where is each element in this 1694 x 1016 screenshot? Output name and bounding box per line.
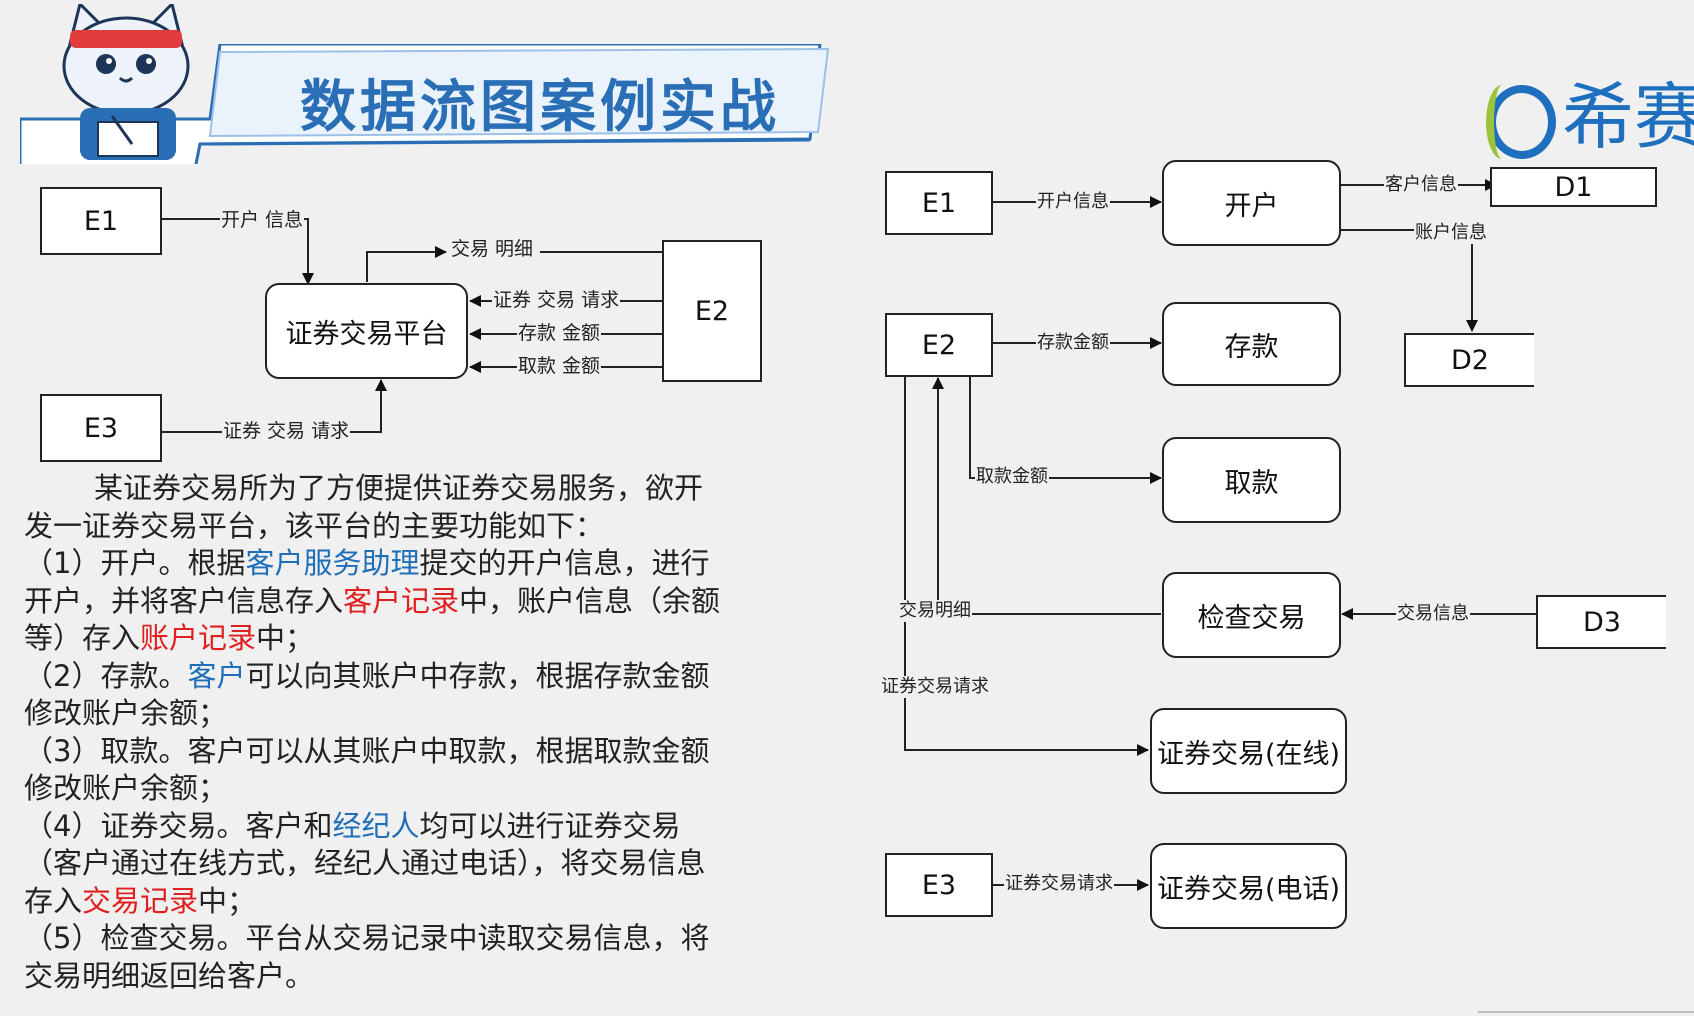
function-1-line-2: 开户，并将客户信息存入客户记录中，账户信息（余额	[24, 583, 784, 621]
text-span: 提交的开户信息，进行	[419, 546, 710, 580]
context-entity-e1: E1	[40, 187, 162, 255]
flow-label-withdraw-amount: 取款 金额	[517, 355, 602, 377]
function-4-line-3: 存入交易记录中；	[24, 883, 784, 921]
function-3-line-2: 修改账户余额；	[24, 771, 228, 805]
flow-label-customer-info: 客户信息	[1384, 174, 1458, 196]
text-span: 中；	[198, 883, 257, 918]
process-trade-phone: 证券交易(电话)	[1150, 843, 1347, 929]
process-deposit: 存款	[1162, 302, 1341, 386]
flow-label-deposit-amount: 存款 金额	[517, 322, 602, 344]
datastore-d3: D3	[1536, 595, 1666, 649]
process-check-trade: 检查交易	[1162, 572, 1341, 658]
highlight-broker: 经纪人	[332, 808, 420, 843]
flow-label-trade-info: 交易信息	[1396, 603, 1470, 625]
process-trade-online: 证券交易(在线)	[1150, 708, 1347, 794]
function-3-line-1: （3）取款。客户可以从其账户中取款，根据取款金额	[24, 733, 710, 768]
flow-label-trade-request-phone: 证券交易请求	[1004, 873, 1114, 895]
context-entity-e3: E3	[40, 394, 162, 462]
context-process-platform: 证券交易平台	[265, 283, 468, 379]
highlight-customer-record: 客户记录	[343, 583, 460, 618]
brand-logo: 希赛	[1486, 58, 1694, 163]
context-entity-e2: E2	[662, 240, 762, 382]
text-span: 均可以进行证券交易	[419, 808, 681, 843]
function-5-line-1: （5）检查交易。平台从交易记录中读取交易信息，将	[24, 921, 710, 955]
flow-label-deposit-amount-l1: 存款金额	[1036, 332, 1110, 354]
flow-label-trade-detail-l1: 交易明细	[898, 600, 972, 622]
problem-description: 某证券交易所为了方便提供证券交易服务，欲开 发一证券交易平台，该平台的主要功能如…	[24, 470, 784, 995]
process-open-account: 开户	[1162, 160, 1341, 246]
flow-label-account-info: 账户信息	[1414, 222, 1488, 244]
highlight-account-record: 账户记录	[140, 621, 257, 655]
page-title: 数据流图案例实战	[300, 75, 780, 140]
text-span: （1）开户。根据	[24, 546, 246, 580]
text-span: 中，账户信息（余额	[459, 583, 721, 618]
function-4-line-2: （客户通过在线方式，经纪人通过电话），将交易信息	[24, 846, 706, 880]
text-span: 开户，并将客户信息存入	[24, 583, 344, 618]
flow-label-open-info: 开户信息	[1036, 191, 1110, 213]
text-span: 中；	[256, 621, 315, 655]
text-span: 等）存入	[24, 621, 141, 655]
intro-line-1: 某证券交易所为了方便提供证券交易服务，欲开	[94, 471, 704, 505]
function-2-line-2: 修改账户余额；	[24, 696, 228, 730]
flow-label-trade-request-e2: 证券 交易 请求	[492, 289, 621, 311]
logo-e-icon	[1486, 85, 1556, 160]
flow-label-withdraw-amount-l1: 取款金额	[975, 466, 1049, 488]
highlight-customer-service-assistant: 客户服务助理	[245, 546, 420, 580]
cat-mascot-icon	[62, 4, 190, 160]
datastore-d2: D2	[1404, 333, 1534, 387]
text-span: （4）证券交易。客户和	[24, 808, 333, 843]
flow-label-trade-detail: 交易 明细	[450, 238, 535, 260]
function-5-line-2: 交易明细返回给客户。	[24, 958, 315, 993]
intro-line-2: 发一证券交易平台，该平台的主要功能如下：	[24, 508, 605, 543]
function-1-line-3: 等）存入账户记录中；	[24, 620, 784, 658]
entity-e1: E1	[885, 171, 993, 235]
text-span: 可以向其账户中存款，根据存款金额	[245, 658, 710, 693]
flow-label-trade-request: 证券交易请求	[880, 676, 990, 698]
process-withdraw: 取款	[1162, 437, 1341, 523]
datastore-d1: D1	[1490, 167, 1657, 207]
function-1-line-1: （1）开户。根据客户服务助理提交的开户信息，进行	[24, 545, 784, 583]
logo-text: 希赛	[1562, 75, 1694, 159]
function-2-line-1: （2）存款。客户可以向其账户中存款，根据存款金额	[24, 658, 784, 696]
function-4-line-1: （4）证券交易。客户和经纪人均可以进行证券交易	[24, 808, 784, 846]
highlight-trade-record: 交易记录	[82, 883, 199, 918]
text-span: 存入	[24, 883, 83, 918]
text-span: （2）存款。	[24, 658, 188, 693]
flow-label-trade-request-e3: 证券 交易 请求	[222, 420, 351, 442]
title-banner	[20, 44, 830, 164]
entity-e3: E3	[885, 853, 993, 917]
highlight-customer: 客户	[187, 658, 246, 693]
flow-label-e1-open-info: 开户 信息	[220, 209, 305, 231]
entity-e2: E2	[885, 313, 993, 377]
